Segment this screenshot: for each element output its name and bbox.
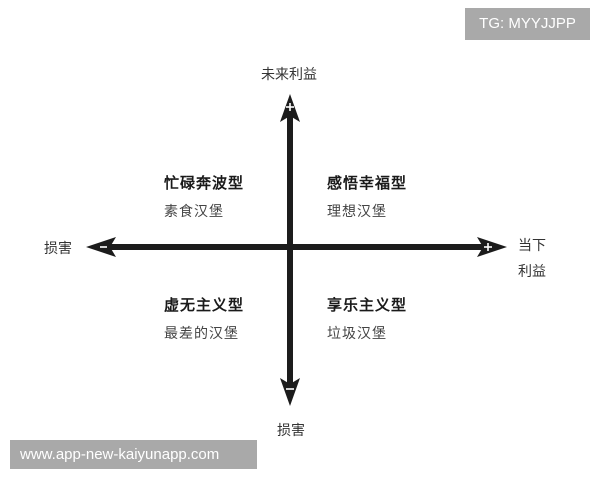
quadrant-subtitle: 垃圾汉堡 — [327, 326, 387, 342]
axis-signs — [100, 103, 492, 390]
quadrant-title: 感悟幸福型 — [327, 174, 408, 192]
horizontal-axis-line — [105, 244, 490, 250]
watermark-top-right: TG: MYYJJPP — [465, 8, 590, 40]
down-arrow-icon — [280, 378, 300, 406]
quadrant-title: 虚无主义型 — [164, 296, 245, 314]
quadrant-top-right: 感悟幸福型 理想汉堡 — [327, 172, 407, 221]
quadrant-subtitle: 最差的汉堡 — [164, 326, 239, 342]
quadrant-bottom-left: 虚无主义型 最差的汉堡 — [164, 294, 244, 343]
axis-label-right-line2: 利益 — [518, 264, 546, 280]
watermark-bottom-left: www.app-new-kaiyunapp.com — [10, 440, 257, 469]
quadrant-title: 忙碌奔波型 — [164, 174, 245, 192]
quadrant-bottom-right: 享乐主义型 垃圾汉堡 — [327, 294, 407, 343]
axis-label-bottom: 损害 — [277, 423, 305, 439]
axis-label-left: 损害 — [44, 241, 72, 257]
quadrant-subtitle: 理想汉堡 — [327, 204, 387, 220]
quadrant-subtitle: 素食汉堡 — [164, 204, 224, 220]
axis-label-right-line1: 当下 — [518, 238, 546, 254]
quadrant-title: 享乐主义型 — [327, 296, 408, 314]
quadrant-top-left: 忙碌奔波型 素食汉堡 — [164, 172, 244, 221]
axis-label-top: 未来利益 — [261, 67, 317, 83]
axis-label-right: 当下 利益 — [518, 233, 546, 285]
